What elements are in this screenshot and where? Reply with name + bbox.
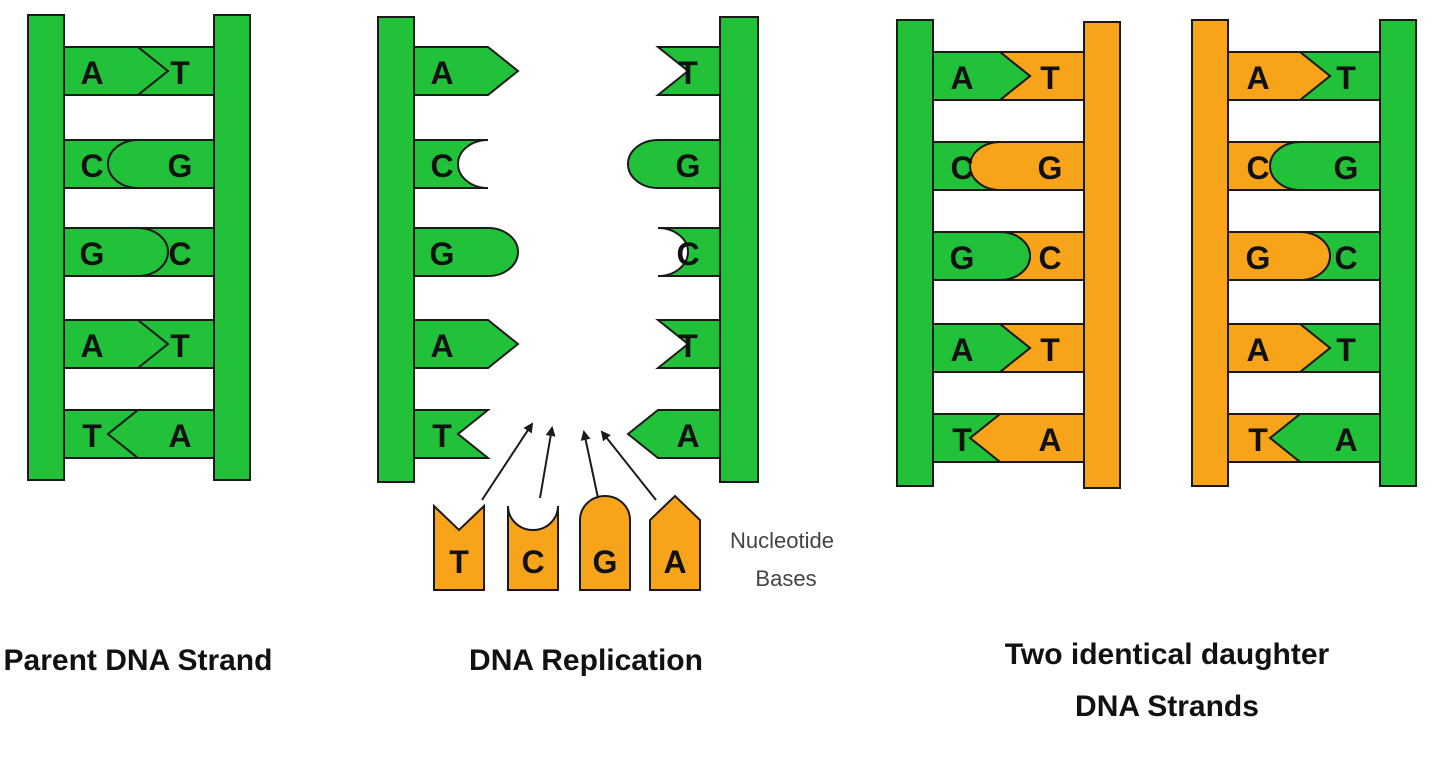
parent-base-right-0 — [135, 46, 215, 96]
replication-base-right-2 — [657, 227, 721, 277]
parent-base-letter-left-4: T — [82, 418, 102, 454]
daughter2-base-left-2 — [1227, 231, 1331, 281]
replication-base-letter-right-1: G — [676, 148, 701, 184]
replication-backbone-right — [719, 16, 759, 483]
daughter2-base-right-1 — [1269, 141, 1381, 191]
daughter2-base-left-1 — [1227, 141, 1301, 191]
daughter1-base-left-2 — [932, 231, 1031, 281]
nucleotide-bases-label-line2: Bases — [755, 566, 816, 591]
daughter1-base-right-1 — [969, 141, 1085, 191]
daughter1-base-left-4 — [932, 413, 1003, 463]
parent-base-letter-right-3: T — [170, 328, 190, 364]
daughter2-base-left-3 — [1227, 323, 1332, 373]
replication-base-left-2 — [413, 227, 519, 277]
daughter1-base-letter-right-1: G — [1038, 150, 1063, 186]
parent-base-letter-left-2: G — [80, 236, 105, 272]
free-nucleotide-3 — [649, 494, 701, 591]
replication-base-right-0 — [655, 46, 721, 96]
replication-base-letter-left-3: A — [430, 328, 453, 364]
daughter2-base-letter-left-3: A — [1246, 332, 1269, 368]
free-nucleotide-letter-3: A — [663, 544, 686, 580]
daughters-caption-line2: DNA Strands — [1075, 690, 1259, 723]
replication-base-letter-left-2: G — [430, 236, 455, 272]
daughter2-base-letter-left-1: C — [1246, 150, 1269, 186]
daughter1-base-letter-left-3: A — [950, 332, 973, 368]
nucleotide-bases-label-line1: Nucleotide — [730, 528, 834, 553]
replication-base-letter-left-0: A — [430, 55, 453, 91]
daughter2-base-left-0 — [1227, 51, 1332, 101]
daughter2-base-left-4 — [1227, 413, 1303, 463]
daughter2-base-letter-right-1: G — [1334, 150, 1359, 186]
parent-backbone-right — [213, 14, 251, 481]
daughter1-backbone-left — [896, 19, 934, 487]
replication-base-right-3 — [655, 319, 721, 369]
parent-base-right-2 — [137, 227, 215, 277]
parent-base-letter-left-0: A — [80, 55, 103, 91]
daughter1-base-left-0 — [932, 51, 1032, 101]
replication-base-left-3 — [413, 319, 520, 369]
arrow-1 — [539, 426, 556, 499]
replication-base-letter-left-4: T — [432, 418, 452, 454]
daughter1-base-letter-left-0: A — [950, 60, 973, 96]
daughter1-backbone-right — [1083, 21, 1121, 489]
parent-base-right-4 — [106, 409, 215, 459]
replication-base-letter-right-4: A — [676, 418, 699, 454]
daughter1-base-letter-left-4: T — [952, 422, 972, 458]
daughter2-base-letter-left-0: A — [1246, 60, 1269, 96]
arrow-0 — [481, 422, 534, 501]
replication-caption: DNA Replication — [469, 644, 703, 677]
daughter2-base-letter-left-2: G — [1246, 240, 1271, 276]
parent-base-right-3 — [135, 319, 215, 369]
replication-base-right-4 — [626, 409, 721, 459]
daughter1-base-letter-right-3: T — [1040, 332, 1060, 368]
daughter1-base-left-1 — [932, 141, 1001, 191]
parent-backbone-left — [27, 14, 65, 481]
replication-base-letter-right-0: T — [678, 55, 698, 91]
replication-base-letter-left-1: C — [430, 148, 453, 184]
replication-base-left-4 — [413, 409, 491, 459]
daughter2-base-letter-right-4: A — [1334, 422, 1357, 458]
daughter2-base-letter-right-3: T — [1336, 332, 1356, 368]
daughter2-backbone-left — [1191, 19, 1229, 487]
replication-base-right-1 — [627, 139, 721, 189]
replication-base-letter-right-3: T — [678, 328, 698, 364]
replication-base-left-1 — [413, 139, 489, 189]
daughter1-base-letter-right-0: T — [1040, 60, 1060, 96]
daughters-caption-line1: Two identical daughter — [1005, 638, 1330, 671]
daughter1-base-letter-left-2: G — [950, 240, 975, 276]
parent-base-letter-left-3: A — [80, 328, 103, 364]
parent-base-right-1 — [107, 139, 215, 189]
parent-base-letter-right-2: C — [168, 236, 191, 272]
parent-base-letter-right-4: A — [168, 418, 191, 454]
daughter1-base-letter-left-1: C — [950, 150, 973, 186]
free-nucleotide-2 — [579, 495, 631, 591]
parent-base-letter-right-1: G — [168, 148, 193, 184]
daughter2-base-letter-right-0: T — [1336, 60, 1356, 96]
arrow-2 — [580, 430, 599, 499]
free-nucleotide-letter-2: G — [593, 544, 618, 580]
daughter2-backbone-right — [1379, 19, 1417, 487]
daughter2-base-letter-right-2: C — [1334, 240, 1357, 276]
parent-base-letter-left-1: C — [80, 148, 103, 184]
daughter1-base-letter-right-2: C — [1038, 240, 1061, 276]
parent-caption: Parent DNA Strand — [4, 644, 273, 677]
free-nucleotide-letter-1: C — [521, 544, 544, 580]
daughter1-base-letter-right-4: A — [1038, 422, 1061, 458]
parent-base-letter-right-0: T — [170, 55, 190, 91]
daughter2-base-letter-left-4: T — [1248, 422, 1268, 458]
arrow-3 — [600, 430, 657, 501]
daughter1-base-left-3 — [932, 323, 1032, 373]
free-nucleotide-1 — [507, 505, 559, 591]
replication-base-letter-right-2: C — [676, 236, 699, 272]
free-nucleotide-letter-0: T — [449, 544, 469, 580]
replication-base-left-0 — [413, 46, 520, 96]
replication-backbone-left — [377, 16, 415, 483]
free-nucleotide-0 — [433, 503, 485, 591]
